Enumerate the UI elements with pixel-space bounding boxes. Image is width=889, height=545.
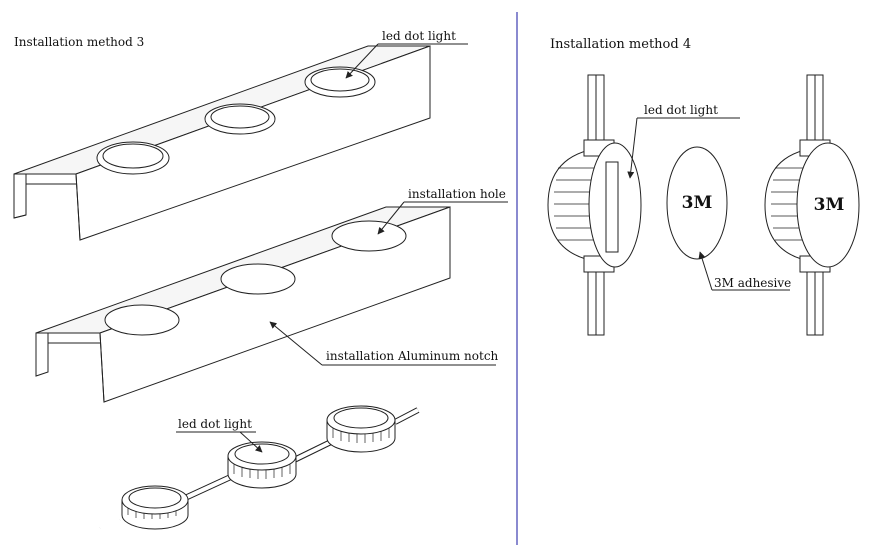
label-led-dot-light-top: led dot light (382, 29, 456, 43)
mounted-led-light: 3M (764, 74, 860, 336)
side-view-led-light: led dot light (547, 74, 740, 336)
label-led-dot-light-chain: led dot light (178, 417, 252, 431)
chain-led-node-2 (227, 441, 297, 489)
installation-hole-1 (104, 304, 180, 336)
label-aluminum-notch: installation Aluminum notch (326, 349, 499, 363)
channel-led-dot-2 (204, 103, 276, 135)
chain-led-node-3 (326, 405, 396, 453)
aluminum-channel-with-lights: led dot light (13, 29, 468, 241)
adhesive-pad-text: 3M (682, 193, 713, 213)
installation-hole-2 (220, 263, 296, 295)
mounted-light-text: 3M (814, 195, 845, 215)
adhesive-pad: 3M 3M adhesive (666, 146, 791, 291)
label-installation-hole: installation hole (408, 187, 506, 201)
channel-led-dot-3 (304, 66, 376, 98)
installation-hole-3 (331, 220, 407, 252)
label-led-dot-light-right: led dot light (644, 103, 718, 117)
led-dot-light-chain: led dot light (99, 405, 420, 530)
aluminum-notch-channel: installation hole installation Aluminum … (35, 187, 508, 403)
method-4-title: Installation method 4 (550, 37, 691, 52)
chain-led-node-1 (121, 485, 189, 530)
channel-led-dot-1 (96, 141, 170, 175)
left-panel: Installation method 3 (13, 29, 508, 530)
label-3m-adhesive: 3M adhesive (714, 276, 791, 290)
method-3-title: Installation method 3 (14, 35, 144, 49)
right-panel: Installation method 4 led dot light 3M 3… (547, 37, 860, 336)
